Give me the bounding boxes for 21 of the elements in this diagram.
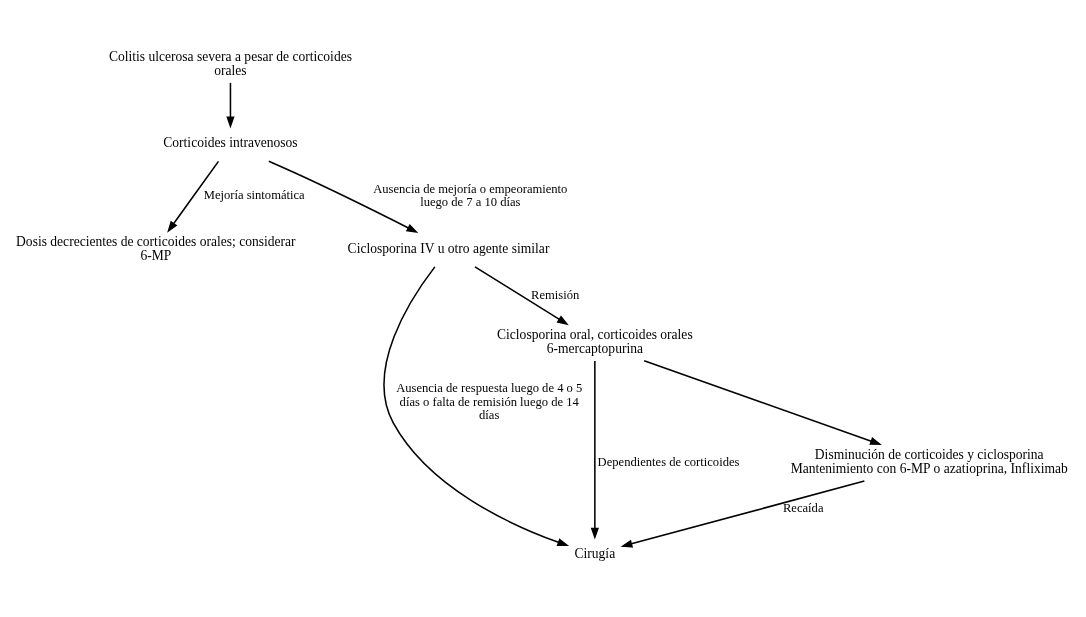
node-text: Colitis ulcerosa severa a pesar de corticoides orales [108,48,352,78]
arrow [643,359,882,445]
edge-label: Ausencia de mejoría o empeoramiento luego de 7 a 10 días [373,181,568,209]
arrow [226,81,235,128]
edge-label: Remisión [531,287,580,302]
edge-label: Ausencia de respuesta luego de 4 o 5 días o falta de remisión luego de 14 días [396,380,583,422]
edge-label: Mejoría sintomática [203,187,305,202]
arrow [474,265,569,325]
node-text: Ciclosporina oral, corticoides orales 6-mercaptopurina [497,326,693,356]
node-text: Corticoides intravenosos [163,134,298,150]
node-text: Dosis decrecientes de corticoides orales; considerar 6-MP [16,233,296,263]
arrow [590,359,599,540]
arrow [620,479,866,548]
edge-label: Dependientes de corticoides [597,454,740,469]
node-text: Ciclosporina IV u otro agente similar [347,240,550,256]
node-text: Disminución de corticoides y ciclosporina Mantenimiento con 6-MP o azatioprina, Infliximab [790,446,1068,476]
arrow [167,160,220,233]
edge-label: Recaída [782,500,824,515]
arrow [383,265,570,546]
node-text: Cirugía [574,545,616,561]
arrow [268,160,419,233]
